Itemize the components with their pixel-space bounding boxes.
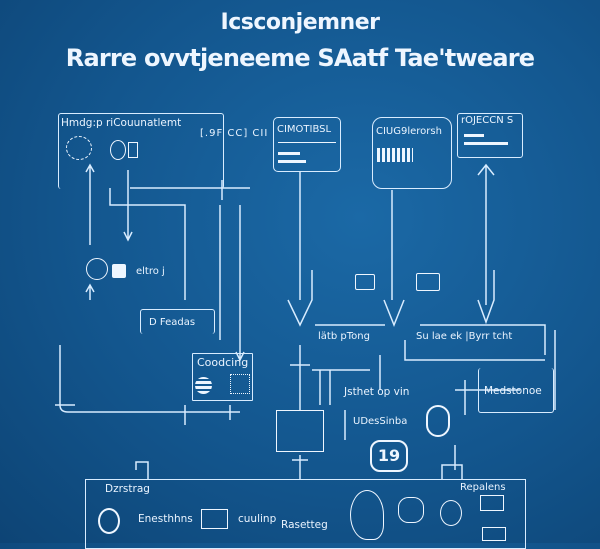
eltro-label: eltro j xyxy=(136,266,165,277)
fingerprint-icon xyxy=(426,405,450,437)
hmdg-node[interactable] xyxy=(58,113,224,189)
latb-label: lätb pTong xyxy=(318,331,370,342)
medstonoe-node[interactable] xyxy=(478,368,554,413)
head-icon xyxy=(350,490,384,540)
monitor-icon xyxy=(416,273,440,291)
bottom-item-1[interactable]: Enesthhns xyxy=(138,513,193,525)
mid-label: [.9F CC] CII xyxy=(200,128,269,139)
card-c-label: rOJECCN S xyxy=(461,115,514,126)
robot-icon[interactable] xyxy=(276,410,324,452)
card-icon xyxy=(482,527,506,541)
card-b-label: CIUG9lerorsh xyxy=(376,126,442,137)
diagram-subtitle: Rarre ovvtjeneeme SAatf Tae'tweare xyxy=(65,44,535,72)
fingerprint-icon xyxy=(440,500,462,526)
coodcing-node[interactable] xyxy=(192,353,253,401)
desinba-label: UDesSinba xyxy=(353,416,408,427)
bottom-title: Dzrstrag xyxy=(105,483,150,495)
coodcing-label: Coodcing xyxy=(197,356,249,369)
bottom-right-title: Repalens xyxy=(460,482,506,493)
eltro-icon xyxy=(86,258,108,280)
jsthet-label: Jsthet op vin xyxy=(344,386,410,398)
hand-icon xyxy=(398,497,424,523)
database-icon xyxy=(195,377,212,394)
gear-icon xyxy=(98,508,120,534)
keyboard-icon xyxy=(377,148,413,162)
card-icon xyxy=(480,495,504,511)
card-c[interactable] xyxy=(457,113,523,158)
sulae-label: Su lae ek |Byrr tcht xyxy=(416,331,513,342)
card-b[interactable] xyxy=(372,117,452,189)
badge-19[interactable]: 19 xyxy=(370,440,408,472)
document-icon xyxy=(128,142,138,158)
dfeadas-node[interactable] xyxy=(140,309,215,334)
dfeadas-label: D Feadas xyxy=(149,317,196,328)
user-icon xyxy=(110,140,126,160)
bottom-item-2[interactable]: cuulinp xyxy=(238,513,277,525)
lock-icon xyxy=(112,264,126,278)
monitor-icon xyxy=(355,274,375,290)
card-a[interactable] xyxy=(273,117,341,172)
document-icon xyxy=(201,509,228,529)
hmdg-label: Hmdg:p riCouunatlemt xyxy=(61,117,182,129)
bottom-item-3[interactable]: Rasetteg xyxy=(281,519,328,531)
card-a-label: CIMOTIBSL xyxy=(277,124,332,135)
diagram-title: Icsconjemner xyxy=(220,10,380,35)
medstonoe-label: Medstonoe xyxy=(484,385,542,397)
brain-icon xyxy=(66,136,92,160)
map-icon xyxy=(230,374,250,394)
